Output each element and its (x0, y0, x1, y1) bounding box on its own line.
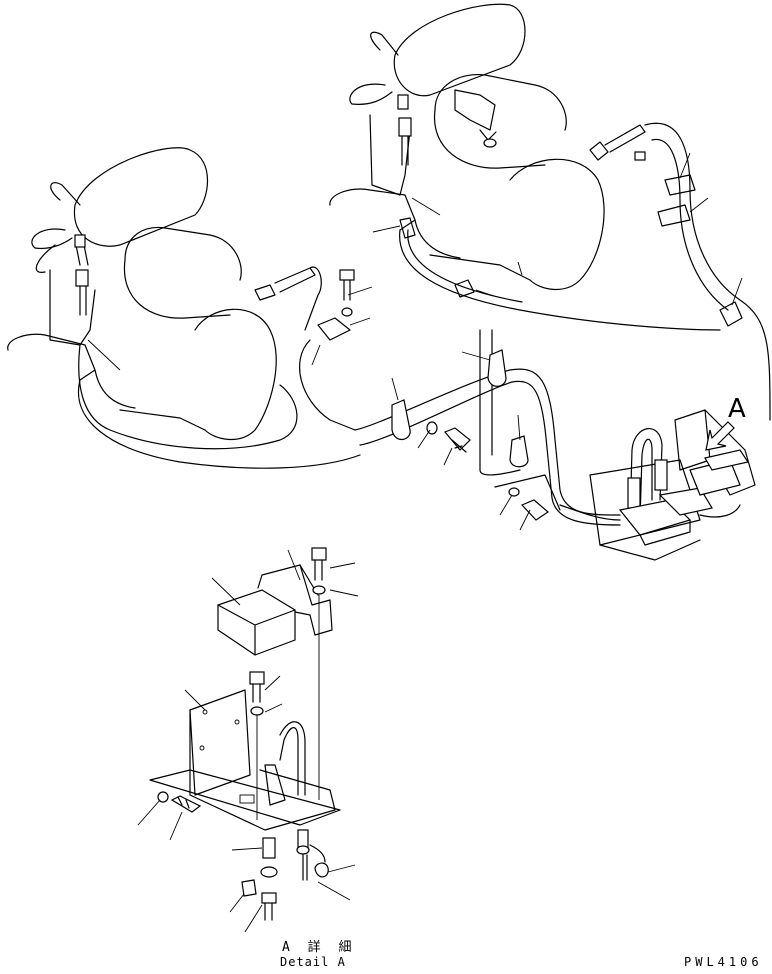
detail-title-english: Detail A (280, 955, 346, 969)
leader-lines (87, 152, 743, 933)
right-engine (329, 3, 771, 421)
view-a-marker: A (728, 394, 746, 424)
connecting-hoses (354, 329, 621, 526)
detail-a-assembly (149, 547, 341, 921)
detail-title-japanese: A 詳 細 (282, 940, 357, 955)
left-engine (7, 147, 361, 469)
control-unit (559, 409, 756, 561)
drawing-number: PWL4106 (684, 955, 763, 969)
